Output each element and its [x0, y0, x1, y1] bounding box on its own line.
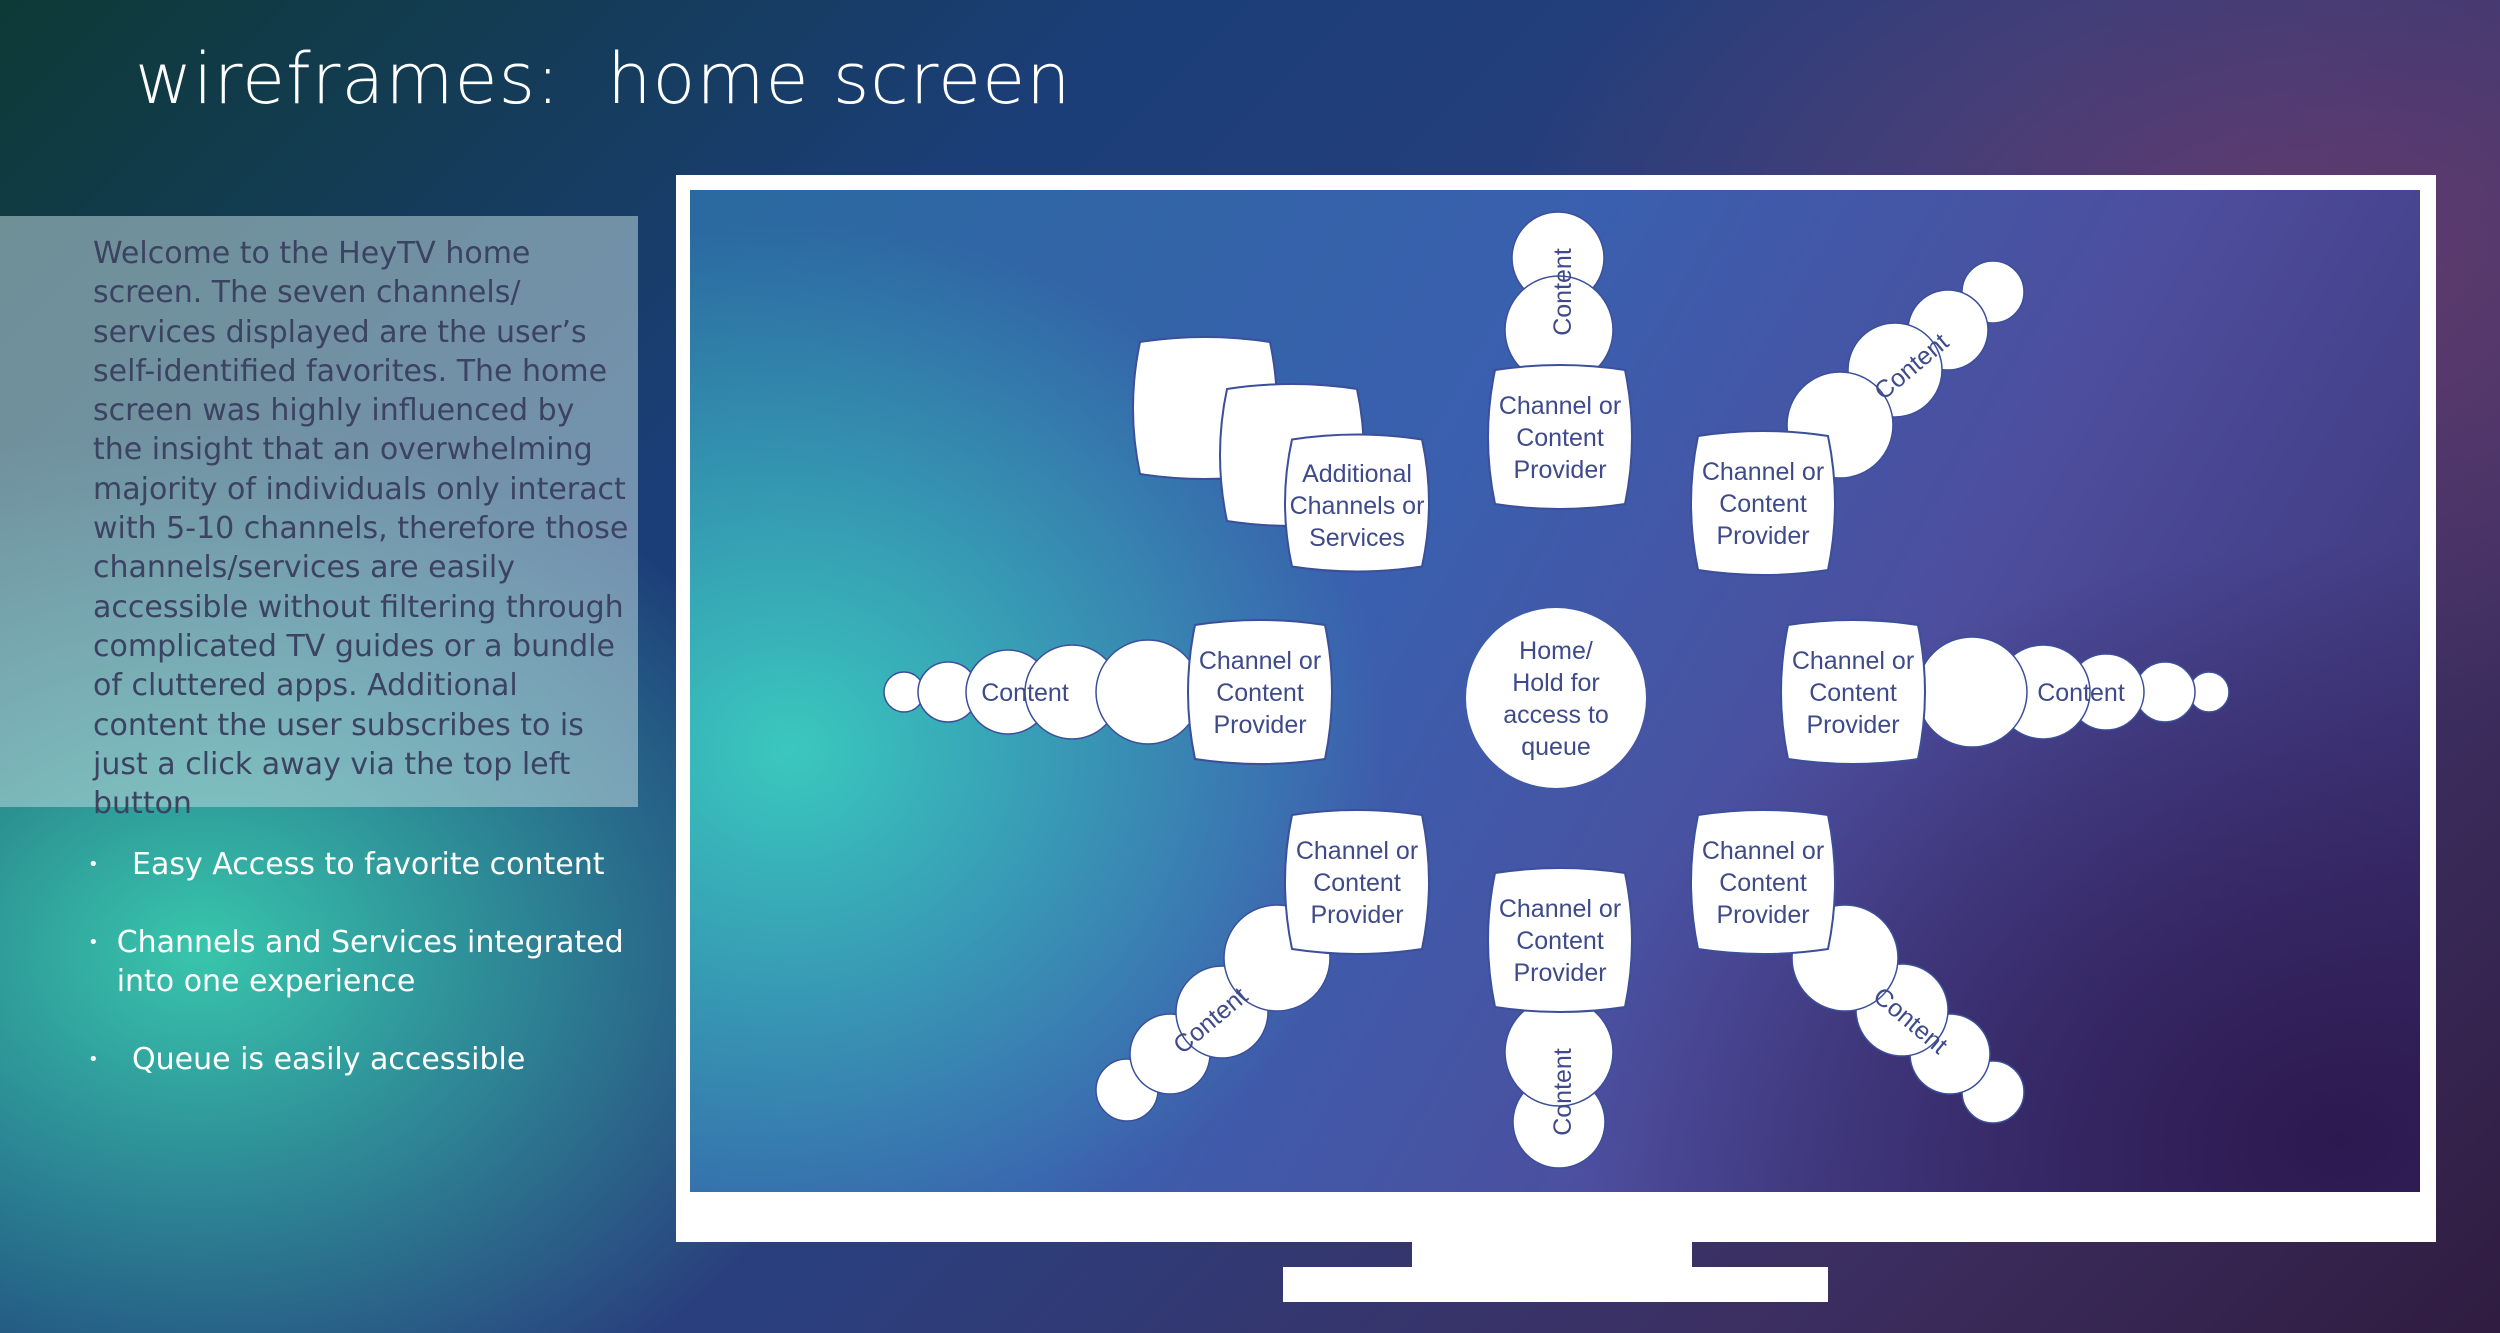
bullet-item: • Channels and Services integrated into …	[88, 923, 648, 1001]
tv-stand-base	[1283, 1267, 1828, 1302]
content-bubble	[1095, 639, 1201, 745]
channel-provider-tile[interactable]	[1284, 809, 1430, 955]
channel-provider-tile[interactable]	[1487, 364, 1633, 510]
content-bubble	[1916, 636, 2028, 748]
description-panel: Welcome to the HeyTV home screen. The se…	[0, 216, 638, 821]
channel-provider-tile[interactable]	[1780, 619, 1926, 765]
bullet-icon: •	[88, 932, 99, 953]
bullet-item: • Queue is easily accessible	[88, 1040, 648, 1079]
bullet-text: Queue is easily accessible	[132, 1042, 526, 1077]
channel-provider-tile[interactable]	[1690, 430, 1836, 576]
channel-provider-tile[interactable]	[1690, 809, 1836, 955]
channel-provider-tile[interactable]	[1187, 619, 1333, 765]
bullet-list: • Easy Access to favorite content • Chan…	[88, 845, 648, 1118]
slide-title: wireframes: home screen	[135, 38, 1072, 120]
channel-provider-tile[interactable]	[1487, 867, 1633, 1013]
additional-channels-button[interactable]	[1284, 433, 1430, 573]
bullet-item: • Easy Access to favorite content	[88, 845, 648, 884]
content-label: Content	[1549, 248, 1577, 336]
content-label: Content	[1549, 1048, 1577, 1136]
bullet-text: Channels and Services integrated into on…	[116, 925, 624, 999]
description-text: Welcome to the HeyTV home screen. The se…	[93, 236, 629, 822]
content-label: Content	[981, 679, 1069, 707]
tv-stand-neck	[1412, 1242, 1692, 1267]
bullet-icon: •	[88, 1049, 99, 1070]
content-label: Content	[2037, 679, 2125, 707]
bullet-icon: •	[88, 854, 99, 875]
bullet-text: Easy Access to favorite content	[132, 847, 605, 882]
home-button[interactable]	[1466, 608, 1646, 788]
